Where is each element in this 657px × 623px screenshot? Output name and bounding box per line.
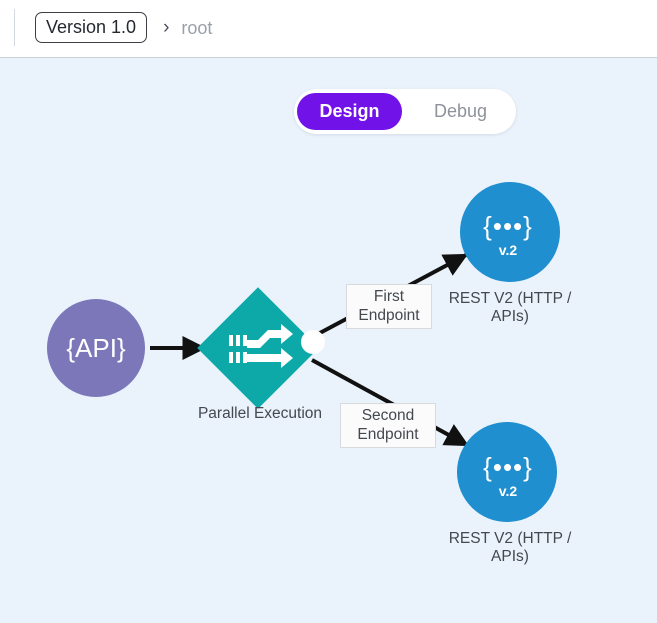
breadcrumb: Version 1.0 › root (35, 12, 212, 43)
header-bar: Version 1.0 › root (0, 0, 657, 57)
node-rest-v2-top[interactable] (460, 182, 560, 282)
chevron-right-icon: › (163, 17, 170, 38)
breadcrumb-item-root[interactable]: root (181, 17, 213, 38)
node-rest-v2-top-text: {•••} v.2 (458, 213, 558, 258)
node-rest-v2-bottom[interactable] (457, 422, 557, 522)
node-api[interactable] (47, 299, 145, 397)
edge-second-endpoint[interactable] (311, 358, 470, 447)
node-label-rest-v2-bottom: REST V2 (HTTP / APIs) (448, 530, 572, 565)
rest-version-badge: v.2 (498, 483, 518, 499)
node-output-handle[interactable] (301, 330, 325, 354)
node-label-parallel-execution: Parallel Execution (197, 405, 323, 422)
rest-braces-glyph: {•••} (483, 452, 533, 482)
diagram-canvas[interactable]: Design Debug (0, 57, 657, 623)
rest-braces-glyph: {•••} (483, 211, 533, 241)
mode-toggle: Design Debug (294, 89, 516, 134)
tab-debug[interactable]: Debug (433, 101, 488, 121)
node-api-text: {API} (66, 333, 126, 363)
edge-label-first-endpoint[interactable]: First Endpoint (346, 284, 432, 329)
header-divider (14, 9, 15, 46)
version-chip[interactable]: Version 1.0 (35, 12, 148, 43)
graph-svg (47, 182, 560, 522)
rest-version-badge: v.2 (498, 242, 518, 258)
edge-label-second-endpoint[interactable]: Second Endpoint (340, 403, 436, 448)
tab-design[interactable]: Design (297, 93, 402, 130)
parallel-arrows-icon (229, 324, 293, 368)
node-rest-v2-bottom-text: {•••} v.2 (458, 454, 558, 499)
node-label-rest-v2-top: REST V2 (HTTP / APIs) (448, 290, 572, 325)
